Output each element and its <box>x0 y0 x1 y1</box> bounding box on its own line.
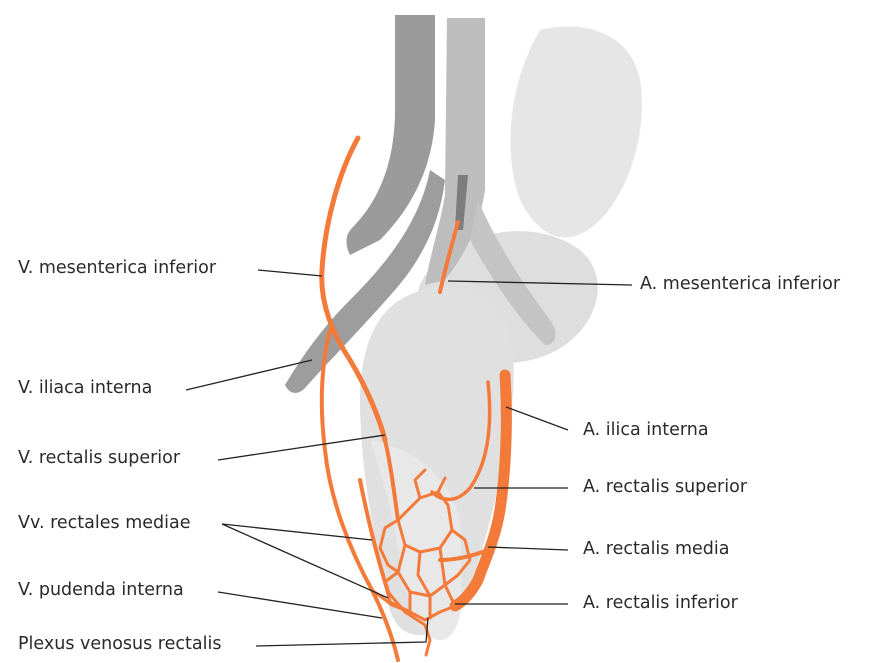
label-plexus-venosus-rectalis: Plexus venosus rectalis <box>18 634 221 654</box>
label-a-mesenterica-inferior: A. mesenterica inferior <box>640 274 840 294</box>
leader-v-rectalis-superior <box>218 435 385 460</box>
label-a-ilica-interna: A. ilica interna <box>583 420 709 440</box>
label-v-iliaca-interna: V. iliaca interna <box>18 378 152 398</box>
leader-vv-rectales-1 <box>222 524 372 540</box>
label-a-rectalis-superior: A. rectalis superior <box>583 477 747 497</box>
label-v-rectalis-superior: V. rectalis superior <box>18 448 180 468</box>
leader-v-mesenterica <box>258 270 322 276</box>
label-v-mesenterica-inferior: V. mesenterica inferior <box>18 258 216 278</box>
sigmoid-colon-shape <box>510 27 641 238</box>
label-a-rectalis-inferior: A. rectalis inferior <box>583 593 738 613</box>
label-a-rectalis-media: A. rectalis media <box>583 539 730 559</box>
label-v-pudenda-interna: V. pudenda interna <box>18 580 184 600</box>
leader-vv-rectales-2 <box>222 524 388 598</box>
label-vv-rectales-mediae: Vv. rectales mediae <box>18 513 190 533</box>
leader-v-pudenda <box>218 592 382 618</box>
leader-a-rectalis-media <box>488 547 568 550</box>
leader-a-ilica <box>506 407 568 430</box>
